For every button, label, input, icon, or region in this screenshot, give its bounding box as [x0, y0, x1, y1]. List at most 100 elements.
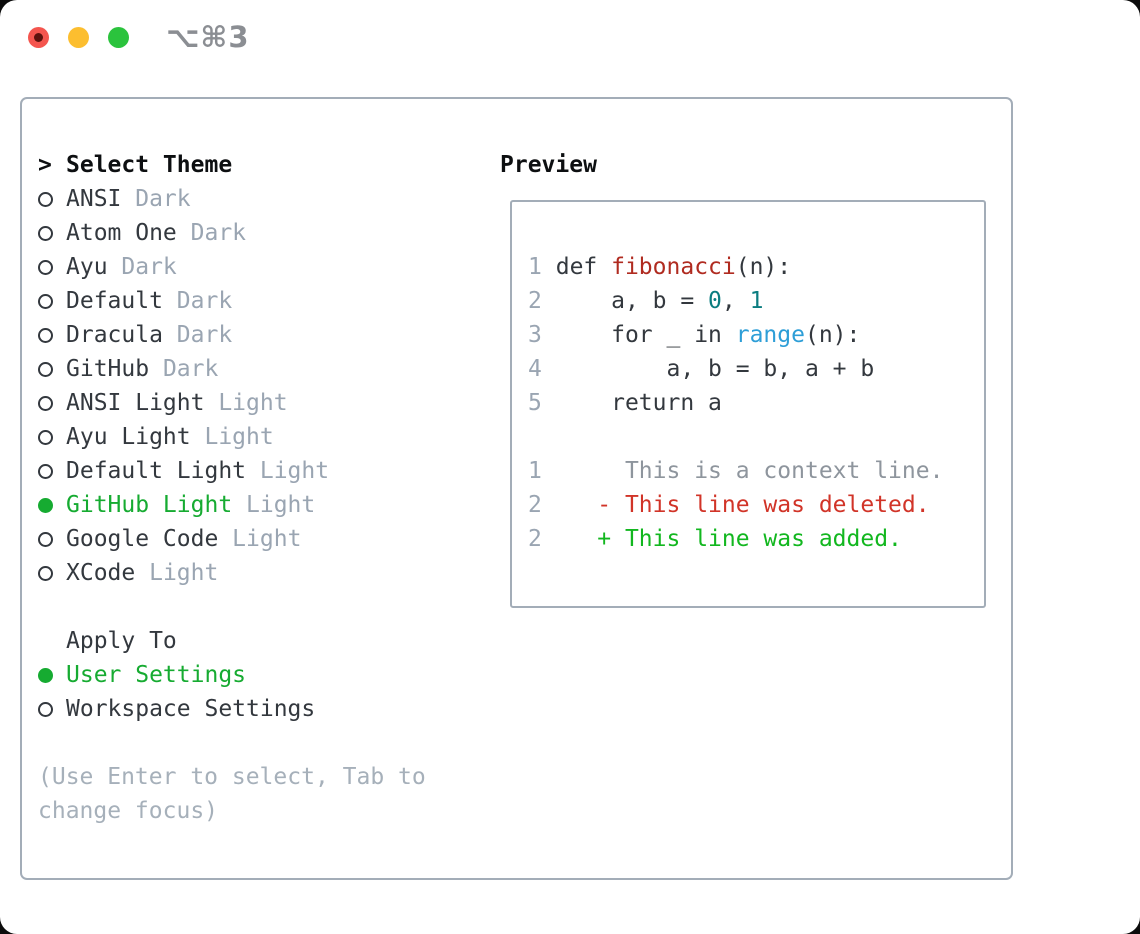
zoom-button[interactable]: [108, 27, 129, 48]
theme-variant-label: Dark: [176, 220, 247, 246]
radio-icon: [38, 327, 53, 343]
line-number: 2: [528, 526, 542, 552]
theme-option-default-light[interactable]: Default Light Light: [38, 454, 426, 488]
radio-icon: [38, 463, 53, 479]
minimize-button[interactable]: [68, 27, 89, 48]
theme-option-ayu[interactable]: Ayu Dark: [38, 250, 426, 284]
radio-marker: [38, 395, 66, 411]
code-segment-deleted: - This line was deleted.: [555, 492, 930, 518]
radio-marker: [38, 701, 66, 717]
code-segment-code: ,: [721, 288, 750, 314]
radio-marker: [38, 667, 66, 683]
radio-marker: [38, 191, 66, 207]
radio-marker: [38, 361, 66, 377]
line-number: 5: [528, 390, 542, 416]
apply-option-user-settings[interactable]: User Settings: [38, 658, 426, 692]
theme-option-ansi-light[interactable]: ANSI Light Light: [38, 386, 426, 420]
apply-option-label: User Settings: [66, 662, 247, 688]
code-segment-code: a, b =: [555, 288, 709, 314]
theme-option-dracula[interactable]: Dracula Dark: [38, 318, 426, 352]
code-line: 4 a, b = b, a + b: [528, 352, 984, 386]
theme-variant-label: Light: [135, 560, 219, 586]
code-line: 1 This is a context line.: [528, 454, 984, 488]
theme-option-label: Default: [66, 288, 163, 314]
theme-variant-label: Dark: [149, 356, 219, 382]
theme-variant-label: Light: [218, 526, 302, 552]
code-segment-code: (n):: [804, 322, 861, 348]
code-line: 5 return a: [528, 386, 984, 420]
theme-option-label: Dracula: [66, 322, 163, 348]
radio-marker: [38, 327, 66, 343]
line-number: 1: [528, 254, 542, 280]
theme-variant-label: Light: [232, 492, 316, 518]
theme-option-label: Default Light: [66, 458, 247, 484]
apply-option-workspace-settings[interactable]: Workspace Settings: [38, 692, 426, 726]
code-segment-code: def: [555, 254, 612, 280]
traffic-lights: [28, 27, 129, 48]
theme-variant-label: Light: [204, 390, 288, 416]
radio-icon: [38, 293, 53, 309]
radio-marker: [38, 259, 66, 275]
theme-option-atom-one[interactable]: Atom One Dark: [38, 216, 426, 250]
code-segment-code: for _ in: [555, 322, 736, 348]
apply-to-header: Apply To: [38, 624, 426, 658]
theme-option-google-code[interactable]: Google Code Light: [38, 522, 426, 556]
radio-icon: [38, 429, 53, 445]
theme-option-github-light[interactable]: GitHub Light Light: [38, 488, 426, 522]
radio-icon: [38, 259, 53, 275]
code-line: 1 def fibonacci(n):: [528, 250, 984, 284]
code-line: [528, 420, 984, 454]
line-number: 1: [528, 458, 542, 484]
selection-caret: >: [38, 152, 52, 178]
theme-option-label: Ayu: [66, 254, 108, 280]
theme-option-ansi[interactable]: ANSI Dark: [38, 182, 426, 216]
window-title: ⌥⌘3: [166, 20, 250, 54]
code-line: 2 - This line was deleted.: [528, 488, 984, 522]
theme-option-ayu-light[interactable]: Ayu Light Light: [38, 420, 426, 454]
theme-option-default[interactable]: Default Dark: [38, 284, 426, 318]
radio-selected-icon: [38, 497, 53, 513]
hint-text-line-2: change focus): [38, 798, 219, 824]
hint-text-line-1: (Use Enter to select, Tab to: [38, 764, 426, 790]
apply-option-label: Workspace Settings: [66, 696, 316, 722]
theme-option-label: Google Code: [66, 526, 219, 552]
select-theme-title: Select Theme: [66, 152, 233, 178]
theme-option-github[interactable]: GitHub Dark: [38, 352, 426, 386]
code-line: 2 + This line was added.: [528, 522, 984, 556]
radio-marker: [38, 531, 66, 547]
radio-marker: [38, 497, 66, 513]
theme-variant-label: Dark: [121, 186, 191, 212]
code-segment-tnum: 1: [749, 288, 764, 314]
close-button[interactable]: [28, 27, 49, 48]
code-segment-code: (n):: [735, 254, 792, 280]
radio-selected-icon: [38, 667, 53, 683]
radio-icon: [38, 531, 53, 547]
code-segment-context: This is a context line.: [555, 458, 944, 484]
theme-option-label: Atom One: [66, 220, 177, 246]
code-segment-added: + This line was added.: [555, 526, 902, 552]
theme-option-label: GitHub Light: [66, 492, 233, 518]
theme-variant-label: Light: [246, 458, 330, 484]
theme-option-xcode[interactable]: XCode Light: [38, 556, 426, 590]
line-number: 2: [528, 492, 542, 518]
radio-marker: [38, 225, 66, 241]
radio-marker: [38, 565, 66, 581]
select-theme-header: > Select Theme: [38, 148, 426, 182]
theme-option-label: ANSI Light: [66, 390, 205, 416]
theme-variant-label: Dark: [162, 322, 233, 348]
radio-icon: [38, 191, 53, 207]
theme-option-label: ANSI: [66, 186, 122, 212]
code-segment-code: return a: [555, 390, 722, 416]
line-number: 3: [528, 322, 542, 348]
radio-icon: [38, 565, 53, 581]
radio-marker: [38, 293, 66, 309]
radio-icon: [38, 701, 53, 717]
code-segment-code: a, b = b, a + b: [555, 356, 875, 382]
line-number: 4: [528, 356, 542, 382]
